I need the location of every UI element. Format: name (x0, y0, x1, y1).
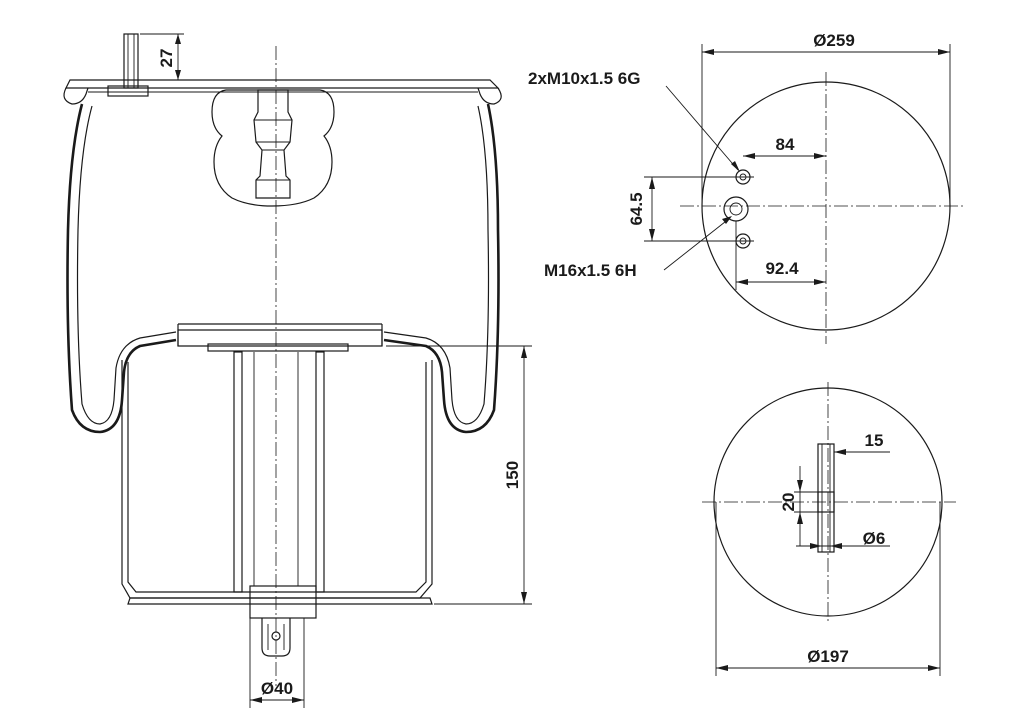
piston (121, 323, 433, 657)
callout-thread-large: M16x1.5 6H (544, 216, 732, 280)
side-view: 27 150 Ø40 (63, 33, 532, 708)
dim-pitch: 64.5 (627, 176, 736, 242)
dim-tab-width-label: 15 (865, 431, 884, 450)
dim-tab-height-label: 20 (779, 493, 798, 512)
dim-tab-width: 15 (834, 431, 890, 455)
dim-pitch-label: 64.5 (627, 192, 646, 225)
rubber-buffer (211, 89, 335, 207)
dim-top-diameter-label: Ø259 (813, 31, 855, 50)
dim-base-diameter-label: Ø40 (261, 679, 293, 698)
dim-stud-height: 27 (140, 33, 184, 81)
dim-hole-diameter-label: Ø6 (863, 529, 886, 548)
dim-offset-large: 92.4 (735, 221, 826, 290)
dim-offset-small-label: 84 (776, 135, 795, 154)
dim-offset-large-label: 92.4 (765, 259, 799, 278)
mounting-stud (107, 33, 149, 97)
bottom-tab (817, 443, 835, 553)
dim-base-diameter: Ø40 (249, 618, 305, 708)
dim-piston-height-label: 150 (503, 461, 522, 489)
callout-thread-small: 2xM10x1.5 6G (528, 69, 740, 172)
dim-piston-height: 150 (386, 345, 532, 605)
dim-offset-small: 84 (743, 135, 826, 159)
dim-tab-height: 20 (779, 466, 818, 546)
dim-stud-height-label: 27 (157, 49, 176, 68)
callout-thread-large-label: M16x1.5 6H (544, 261, 637, 280)
bellows-membrane (66, 103, 500, 434)
dim-hole-diameter: Ø6 (796, 529, 890, 549)
dim-bottom-diameter: Ø197 (715, 502, 941, 676)
dim-bottom-diameter-label: Ø197 (807, 647, 849, 666)
top-bead-plate (63, 79, 502, 105)
top-view: Ø259 2xM10x1.5 6G M16x1.5 6H 84 64 (528, 31, 964, 344)
mounting-holes (723, 169, 754, 249)
dim-top-diameter: Ø259 (701, 31, 951, 206)
callout-thread-small-label: 2xM10x1.5 6G (528, 69, 640, 88)
bottom-view: 15 20 Ø6 Ø197 (702, 382, 956, 676)
